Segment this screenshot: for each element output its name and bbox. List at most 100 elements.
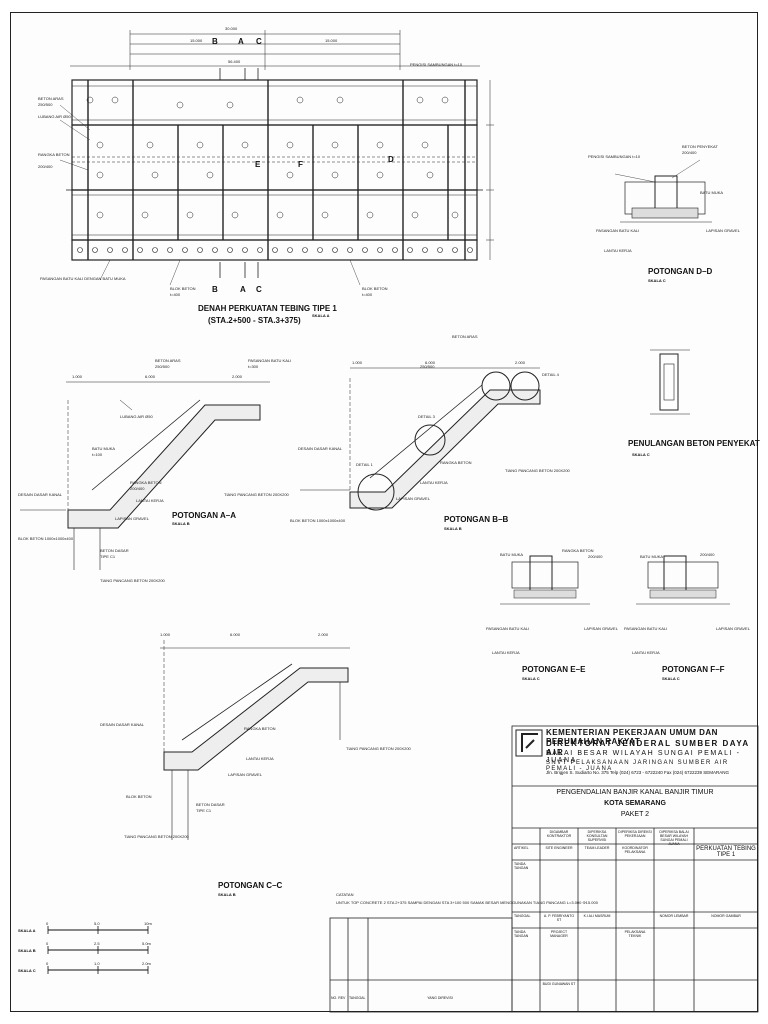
aa-dim-3: 2.000 — [232, 374, 243, 379]
cc-label-blok: BLOK BETON — [126, 794, 152, 799]
cc-label-desain: DESAIN DASAR KANAL — [100, 722, 145, 727]
ee-label-200: 200/400 — [588, 554, 603, 559]
row-label-tanda: TANDA TANGAN — [514, 862, 529, 870]
cc-label-tipe: TIPE C1 — [196, 808, 212, 813]
bb-label-tiang: TIANG PANCANG BETON 200X200 — [505, 468, 571, 473]
plan-label-t400-2: t=400 — [362, 292, 373, 297]
bb-label-lantai: LANTAI KERJA — [420, 480, 448, 485]
name-3: PROJECT MANAGER — [550, 930, 568, 938]
scale-bar-labels: SKALA A 0 5.0 10m SKALA B 0 2.5 5.0m SKA… — [18, 921, 152, 973]
cc-dim-1: 1.000 — [160, 632, 171, 637]
sheet-col-2: NOMOR GAMBAR — [711, 914, 741, 918]
bb-title: POTONGAN B–B — [444, 515, 509, 524]
aa-label-tipe: TIPE C1 — [100, 554, 116, 559]
cc-label-gravel: LAPISAN GRAVEL — [228, 772, 263, 777]
aa-label-lubang: LUBANG AIR Ø50 — [120, 414, 153, 419]
dd-label-pengisi: PENGISI SAMBUNGAN t=10 — [588, 154, 641, 159]
mark-c-top: C — [256, 37, 262, 46]
title-block-frame — [329, 725, 759, 1013]
scale-a-t1: 5.0 — [94, 921, 100, 926]
section-cc — [160, 640, 350, 840]
plan-dim-left: 15.000 — [190, 38, 203, 43]
bb-label-blok: BLOK BETON 1000x1000x400 — [290, 518, 346, 523]
section-ee-labels: BATU MUKA RANGKA BETON 200/400 PASANGAN … — [486, 548, 619, 681]
dd-label-gravel: LAPISAN GRAVEL — [706, 228, 741, 233]
bb-dim-1: 1.000 — [352, 360, 363, 365]
role-1: SITE ENGINEER — [545, 846, 573, 850]
ff-title: POTONGAN F–F — [662, 665, 725, 674]
org-line-4: SNVT PELAKSANAAN JARINGAN SUMBER AIR PEM… — [546, 760, 729, 772]
ee-label-batu: BATU MUKA — [500, 552, 523, 557]
dd-label-200-400: 200/400 — [682, 150, 697, 155]
rev-col-date: TANGGAL — [349, 996, 366, 1000]
aa-label-tiang2: TIANG PANCANG BETON 200X200 — [100, 578, 166, 583]
plan-title: DENAH PERKUATAN TEBING TIPE 1 — [198, 304, 337, 313]
mark-f: F — [298, 160, 303, 169]
ff-label-gravel: LAPISAN GRAVEL — [716, 626, 751, 631]
cc-label-tiang: TIANG PANCANG BETON 200X200 — [124, 834, 190, 839]
project-line-1: PENGENDALIAN BANJIR KANAL BANJIR TIMUR — [556, 789, 714, 796]
aa-label-t100: t=100 — [92, 452, 103, 457]
plan-label-rangka: RANGKA BETON — [38, 152, 70, 157]
aa-label-desain: DESAIN DASAR KANAL — [18, 492, 63, 497]
project-line-3: PAKET 2 — [620, 811, 650, 818]
mark-c-bottom: C — [256, 285, 262, 294]
ee-label-gravel: LAPISAN GRAVEL — [584, 626, 619, 631]
cc-label-rangka: RANGKA BETON — [244, 726, 276, 731]
plan-label-t400: t=400 — [170, 292, 181, 297]
aa-label-250: 250/500 — [155, 364, 170, 369]
plan-label-blok2: BLOK BETON — [362, 286, 388, 291]
col-header-4: DIPERIKSA BALAI BESAR WILAYAH SUNGAI PEM… — [659, 830, 689, 846]
aa-label-t300: t=300 — [248, 364, 259, 369]
dd-label-penyekat: BETON PENYEKAT — [682, 144, 718, 149]
row-label-tanda2: TANDA TANGAN — [514, 930, 529, 938]
aa-label-lantai: LANTAI KERJA — [136, 498, 164, 503]
role-2: TEAM LEADER — [584, 846, 610, 850]
aa-label-200: 200/400 — [130, 486, 145, 491]
note-heading: CATATAN — [336, 892, 354, 897]
cc-dim-3: 2.000 — [318, 632, 329, 637]
bb-label-beton: BETON ARAS — [452, 334, 478, 339]
ee-label-rangka: RANGKA BETON — [562, 548, 594, 553]
scale-bars — [47, 926, 149, 974]
plan-scale: SKALA A — [312, 313, 330, 318]
plan-label-blok: BLOK BETON — [170, 286, 196, 291]
bb-label-gravel: LAPISAN GRAVEL — [396, 496, 431, 501]
col-header-3: DIPERIKSA DIREKSI PEKERJAAN — [618, 830, 652, 838]
col-header-2: DIPERIKSA KONSULTAN SUPERVISI — [586, 830, 608, 842]
name-2: K.I ALI MASRUM — [583, 914, 611, 918]
plan-dim-right: 15.000 — [325, 38, 338, 43]
col-header-1: DIGAMBAR KONTRAKTOR — [546, 830, 572, 838]
cc-label-lantai: LANTAI KERJA — [246, 756, 274, 761]
bb-scale: SKALA B — [444, 526, 462, 531]
ff-scale: SKALA C — [662, 676, 680, 681]
org-line-1: KEMENTERIAN PEKERJAAN UMUM DAN PERUMAHAN… — [546, 728, 718, 746]
aa-dim-2: 6.000 — [145, 374, 156, 379]
cc-label-beton-dasar: BETON DASAR — [196, 802, 225, 807]
mark-a-bottom: A — [240, 285, 246, 294]
plan-label-250-500: 250/500 — [38, 102, 53, 107]
aa-label-beton: BETON ARAS — [155, 358, 181, 363]
aa-scale: SKALA B — [172, 521, 190, 526]
rev-col-no: NO. REV — [331, 996, 346, 1000]
scale-c-t0: 0 — [46, 961, 49, 966]
plan-label-beton-aras: BETON ARAS — [38, 96, 64, 101]
section-cc-labels: 1.000 6.000 2.000 DESAIN DASAR KANAL RAN… — [100, 632, 412, 897]
note-block: CATATAN UNTUK TOP CONCRETE 2 STA 2+375 S… — [336, 892, 599, 905]
ff-label-batu: BATU MUKA — [640, 554, 663, 559]
scale-b-t1: 2.5 — [94, 941, 100, 946]
mark-b-bottom: B — [212, 285, 218, 294]
plan-labels: 30.000 15.000 15.000 56.400 B A C B A C … — [38, 26, 463, 325]
ee-label-pasangan: PASANGAN BATU KALI — [486, 626, 529, 631]
section-ff-labels: BATU MUKA 200/400 PASANGAN BATU KALI LAP… — [624, 552, 751, 681]
scale-c-name: SKALA C — [18, 968, 36, 973]
section-aa — [20, 381, 270, 570]
penyekat-scale: SKALA C — [632, 452, 650, 457]
ff-label-lantai: LANTAI KERJA — [632, 650, 660, 655]
drawing-title: PERKUATAN TEBING TIPE 1 — [696, 846, 756, 858]
note-text: UNTUK TOP CONCRETE 2 STA 2+375 SAMPAI DE… — [336, 900, 599, 905]
cc-dim-2: 6.000 — [230, 632, 241, 637]
aa-label-batu: BATU MUKA — [92, 446, 115, 451]
dd-title: POTONGAN D–D — [648, 267, 713, 276]
